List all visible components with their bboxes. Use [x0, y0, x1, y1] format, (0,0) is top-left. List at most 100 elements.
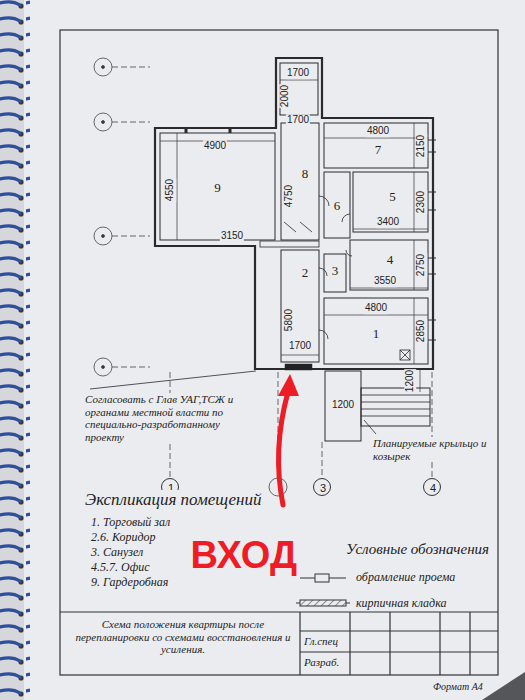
axis-lines-part — [94, 227, 112, 245]
legend-samples-part — [346, 603, 350, 604]
dimension-lines — [160, 80, 428, 392]
building-walls-part — [281, 250, 319, 362]
building-walls-part — [350, 240, 428, 290]
building-walls-part — [353, 172, 428, 232]
paper-part — [482, 672, 525, 700]
dimension: 1200 — [331, 399, 355, 411]
building-walls-part — [284, 196, 352, 339]
axis-lines-part — [102, 366, 105, 369]
building-walls-part — [160, 133, 275, 240]
axis-lines-part — [112, 367, 150, 368]
building-walls-part — [324, 298, 428, 364]
list-item: 2.6. Коридор — [90, 531, 157, 545]
entrance-and-porch-part — [325, 371, 361, 441]
room-number: 3 — [332, 264, 339, 277]
dimension: 2850 — [415, 319, 427, 343]
dimension-lines-part — [177, 133, 178, 240]
dimension: 2750 — [415, 253, 427, 277]
sheet-frame-part — [300, 630, 498, 631]
dimension: 5800 — [283, 308, 295, 332]
dimension-lines-part — [324, 138, 428, 139]
entrance-and-porch-part — [90, 371, 256, 389]
sheet-format: Формат А4 — [432, 681, 484, 693]
dimension: 4900 — [203, 140, 227, 152]
building-walls-part — [428, 192, 436, 193]
sheet-frame — [60, 30, 498, 675]
dimension-lines-part — [350, 288, 428, 289]
legend-samples-part — [315, 574, 329, 582]
building-walls-part — [324, 123, 428, 168]
entrance-and-porch-part — [364, 420, 376, 434]
axis-number: 3 — [320, 483, 326, 494]
list-item: 9. Гардеробная — [90, 576, 169, 590]
list-item: 3. Санузел — [90, 546, 144, 560]
building-walls-part — [155, 58, 433, 369]
dimension-lines-part — [324, 315, 428, 316]
dimension: 1700 — [286, 114, 310, 126]
axis-number: 4 — [430, 483, 436, 494]
building-walls-part — [280, 63, 318, 115]
axis-lines-part — [112, 122, 150, 123]
building-walls-part — [428, 320, 436, 321]
entrance-and-porch-part — [361, 395, 430, 396]
sheet-frame-part — [299, 612, 300, 675]
dimension: 4800 — [366, 125, 390, 137]
axis-lines-part — [94, 358, 112, 376]
entrance-and-porch-part — [361, 402, 430, 403]
dimension-lines-part — [420, 369, 421, 392]
axis-lines-part — [102, 66, 105, 69]
room-number: 5 — [389, 190, 396, 203]
building-walls-part — [324, 172, 350, 238]
dimension: 1200 — [404, 369, 416, 393]
room-number: 9 — [214, 180, 221, 193]
list-item: 1. Торговый зал — [90, 516, 171, 530]
sheet-frame-part — [469, 612, 470, 675]
entrance-arrow-part — [279, 392, 288, 505]
building-walls-part — [400, 350, 410, 360]
building-walls-part — [428, 274, 436, 275]
legend-samples-part — [300, 600, 346, 606]
entrance-and-porch-part — [361, 409, 430, 410]
entrance-arrow-part — [278, 374, 299, 396]
building-walls-part — [400, 350, 410, 360]
axis-lines-part — [94, 113, 112, 131]
dimension: 3150 — [220, 230, 244, 242]
room-area: 3 — [324, 254, 346, 292]
dimension: 1700 — [286, 67, 310, 79]
legend-text: кирпичная кладка — [355, 597, 448, 611]
legend-samples — [296, 574, 350, 606]
dimension: 2150 — [415, 134, 427, 158]
building-walls-part — [324, 254, 346, 292]
room-number: 2 — [302, 266, 309, 279]
list-item: 4.5.7. Офис — [90, 561, 151, 575]
dimension-lines-part — [280, 80, 318, 81]
building-walls-part — [400, 350, 410, 360]
dimension: 4550 — [164, 178, 176, 202]
room-number: 7 — [375, 142, 382, 155]
building-walls-part — [428, 140, 436, 141]
room-number: 1 — [373, 327, 380, 340]
dimension: 1700 — [288, 340, 312, 352]
dimension-lines-part — [353, 229, 428, 230]
dimension: 4800 — [364, 302, 388, 314]
room-area: 6 — [324, 172, 350, 238]
sheet-frame-part — [389, 612, 390, 675]
sheet-frame-part — [300, 651, 498, 652]
axis-lines-part — [102, 235, 105, 238]
dimension: 2000 — [279, 84, 291, 108]
paper-part — [0, 0, 30, 700]
note: Планируемые крыльцо и козырек — [372, 437, 494, 462]
building-walls-part — [428, 210, 436, 211]
building-walls-part — [229, 128, 232, 133]
axis-lines-part — [112, 236, 150, 237]
building-walls-part — [260, 241, 319, 247]
sheet-frame-part — [439, 612, 440, 675]
entrance-arrow — [278, 374, 299, 505]
sheet-frame-part — [60, 30, 498, 675]
axis-lines-part — [322, 442, 323, 477]
room-number: 4 — [387, 253, 394, 266]
legend-samples-part — [296, 603, 300, 604]
